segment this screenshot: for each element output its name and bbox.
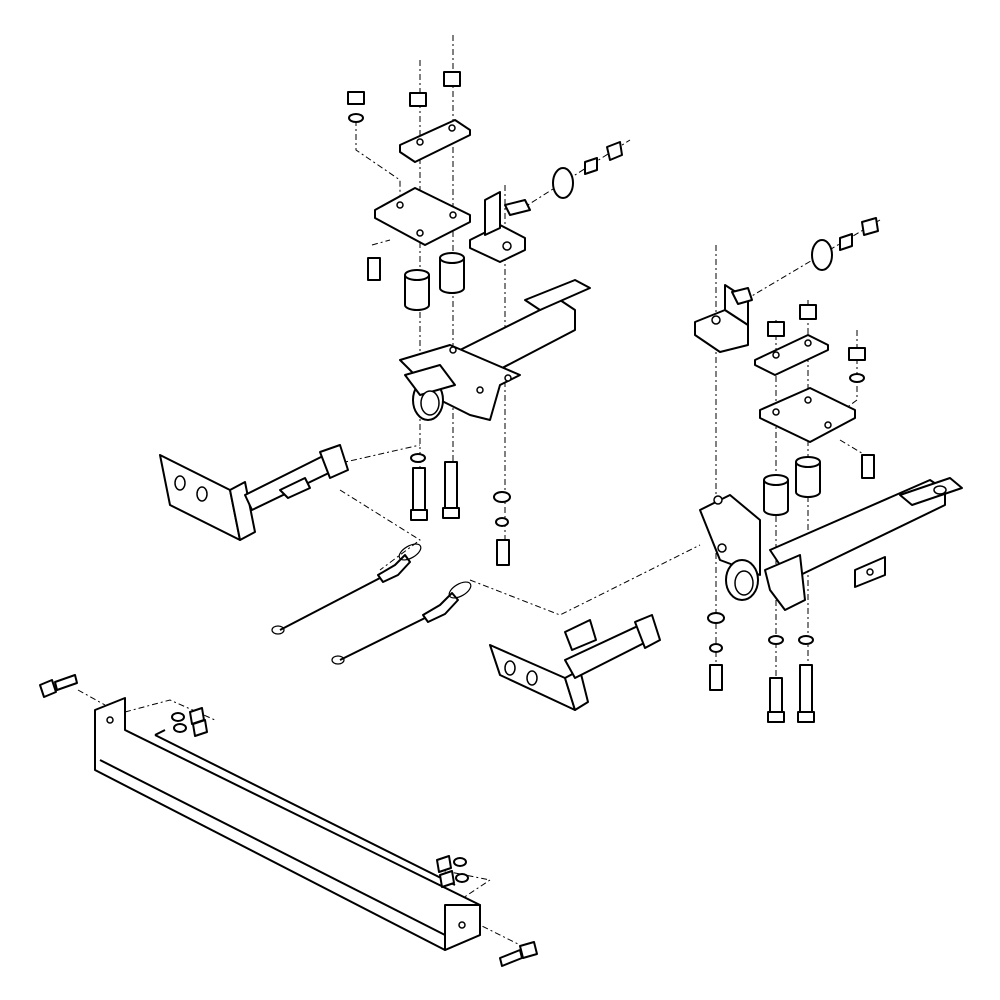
left-spacers bbox=[404, 252, 465, 311]
left-bolts bbox=[410, 453, 511, 566]
right-removable-arm bbox=[489, 614, 661, 711]
right-washers-and-nuts bbox=[767, 217, 879, 479]
left-removable-arm bbox=[159, 444, 349, 541]
safety-cable-lower bbox=[331, 581, 472, 665]
left-top-plate-large bbox=[374, 187, 471, 246]
right-bolts bbox=[707, 612, 815, 723]
right-spacers bbox=[763, 456, 821, 516]
left-angle-bracket bbox=[469, 191, 531, 263]
right-top-plate-small bbox=[754, 334, 829, 376]
left-top-plate-small bbox=[399, 119, 471, 163]
left-mounting-bracket bbox=[399, 279, 591, 421]
bottom-crossbar bbox=[94, 697, 481, 951]
left-washers-and-nuts bbox=[347, 71, 623, 281]
safety-cable-upper bbox=[271, 543, 422, 635]
right-top-plate-large bbox=[759, 387, 856, 443]
right-angle-bracket bbox=[694, 284, 753, 353]
crossbar-hardware bbox=[39, 674, 538, 967]
right-mounting-bracket bbox=[699, 477, 963, 611]
